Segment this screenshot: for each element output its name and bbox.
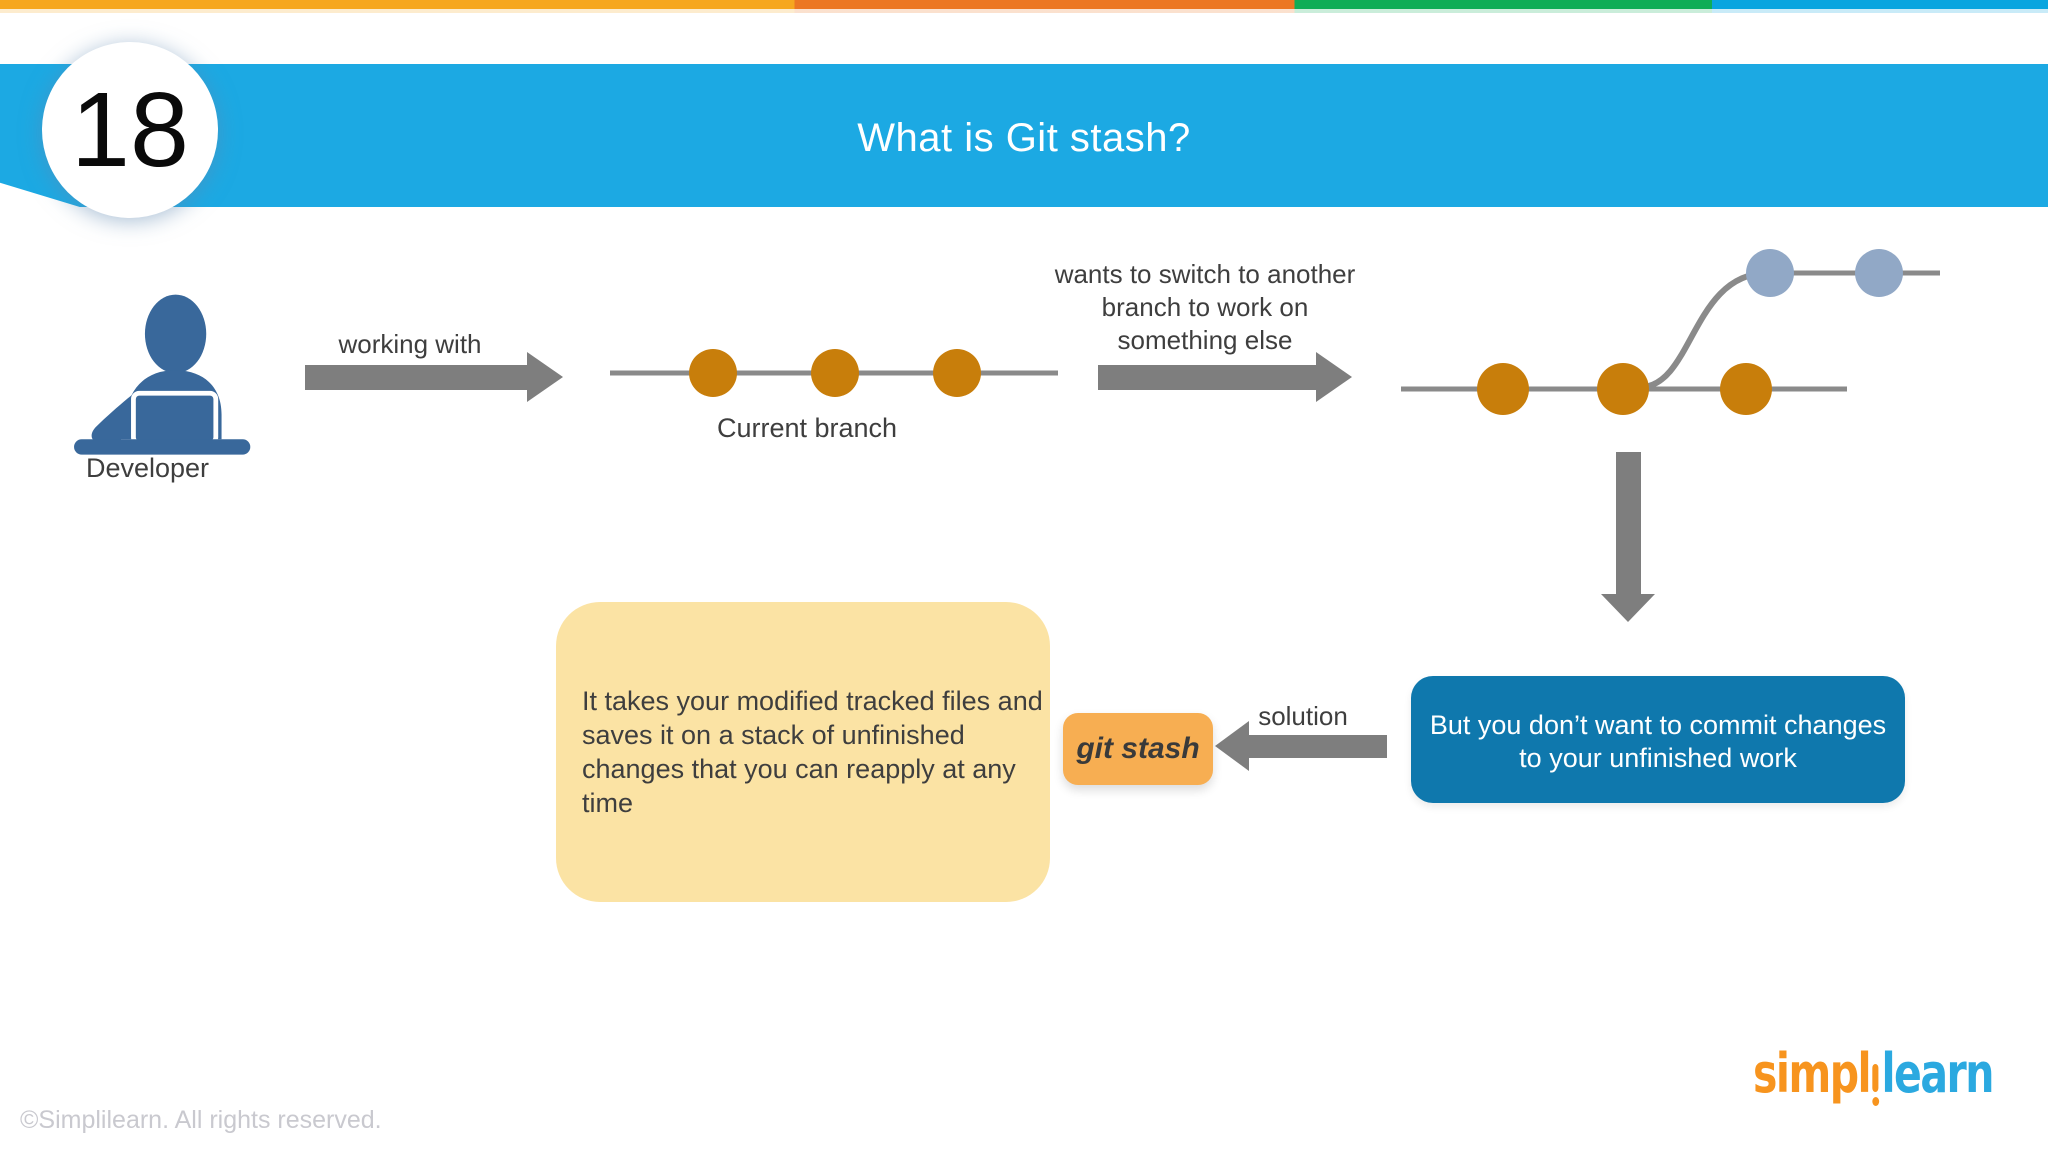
slide-title: What is Git stash? xyxy=(857,116,1191,160)
logo-i-stem xyxy=(1872,1064,1879,1092)
current-branch-label: Current branch xyxy=(716,413,898,443)
arrow-shaft xyxy=(1249,734,1387,758)
arrow-shaft xyxy=(305,364,527,390)
copyright-text: ©Simplilearn. All rights reserved. xyxy=(20,1106,382,1134)
arrow-head xyxy=(1601,594,1655,622)
commit-dot-orange xyxy=(1477,363,1529,415)
stash-description-line: time xyxy=(582,788,634,818)
logo-text-learn: learn xyxy=(1881,1042,1995,1105)
commit-warning-box: But you don’t want to commit changes to … xyxy=(1411,676,1905,803)
solution-arrow-icon xyxy=(1215,721,1387,771)
developer-icon xyxy=(74,294,251,455)
switch-arrow-icon xyxy=(1098,352,1352,402)
stash-description-line: saves it on a stack of unfinished xyxy=(582,720,965,750)
down-arrow-icon xyxy=(1601,452,1655,622)
working-with-label: working with xyxy=(338,329,482,359)
arrow-head xyxy=(1215,721,1249,771)
solution-label: solution xyxy=(1258,701,1348,731)
commit-dot-orange xyxy=(1597,363,1649,415)
current-branch-diagram xyxy=(610,349,1058,397)
commit-warning-line: But you don’t want to commit changes xyxy=(1429,709,1887,740)
commit-dot-orange xyxy=(1720,363,1772,415)
branched-diagram xyxy=(1401,249,1940,415)
branch-curve-line xyxy=(1642,270,1769,390)
commit-dot-orange xyxy=(811,349,859,397)
commit-dot-gray xyxy=(1746,249,1794,297)
top-accent-strip xyxy=(0,0,2048,9)
arrow-head xyxy=(1316,352,1352,402)
stash-description-line: changes that you can reapply at any xyxy=(582,754,1016,784)
switch-text-line: branch to work on xyxy=(1101,292,1309,322)
arrow-shaft xyxy=(1615,452,1641,594)
commit-dot-orange xyxy=(933,349,981,397)
switch-text-line: something else xyxy=(1117,325,1293,355)
developer-head xyxy=(144,294,207,374)
top-accent-strip-shadow xyxy=(0,9,2048,13)
developer-label: Developer xyxy=(85,453,210,483)
commit-warning-line: to your unfinished work xyxy=(1519,742,1797,773)
stash-description-line: It takes your modified tracked files and xyxy=(582,686,1043,716)
title-banner xyxy=(0,64,2048,207)
logo-i-dot xyxy=(1872,1097,1880,1106)
arrow-shaft xyxy=(1098,364,1316,390)
stash-description-box: It takes your modified tracked files and… xyxy=(556,602,1050,902)
slide-number: 18 xyxy=(71,70,189,189)
switch-text-line: wants to switch to another xyxy=(1054,259,1356,289)
git-stash-badge: git stash xyxy=(1063,713,1213,785)
commit-dot-orange xyxy=(689,349,737,397)
arrow-head xyxy=(527,352,563,402)
laptop-icon xyxy=(131,390,219,446)
working-with-arrow-icon xyxy=(305,352,563,402)
slide-number-badge: 18 xyxy=(42,42,218,218)
commit-dot-gray xyxy=(1855,249,1903,297)
switch-text: wants to switch to another branch to wor… xyxy=(1035,258,1375,357)
logo-i-icon xyxy=(1872,1052,1880,1106)
git-stash-label: git stash xyxy=(1076,732,1200,765)
desk-icon xyxy=(74,439,251,455)
logo-text-simpl: simpl xyxy=(1753,1042,1872,1105)
